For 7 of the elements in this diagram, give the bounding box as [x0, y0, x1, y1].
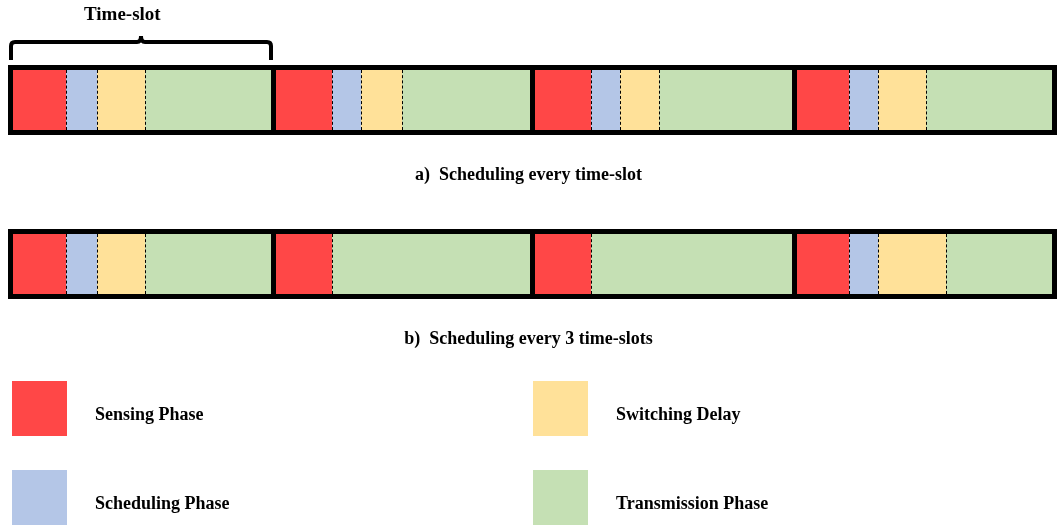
time-slot-label: Time-slot: [84, 4, 161, 23]
legend-label: Transmission Phase: [616, 492, 769, 515]
caption: b) Scheduling every 3 time-slots: [403, 327, 654, 350]
caption: a) Scheduling every time-slot: [414, 163, 643, 186]
legend-label: Switching Delay: [616, 403, 741, 426]
legend-label: Scheduling Phase: [95, 492, 230, 515]
legend-label: Sensing Phase: [95, 403, 204, 426]
